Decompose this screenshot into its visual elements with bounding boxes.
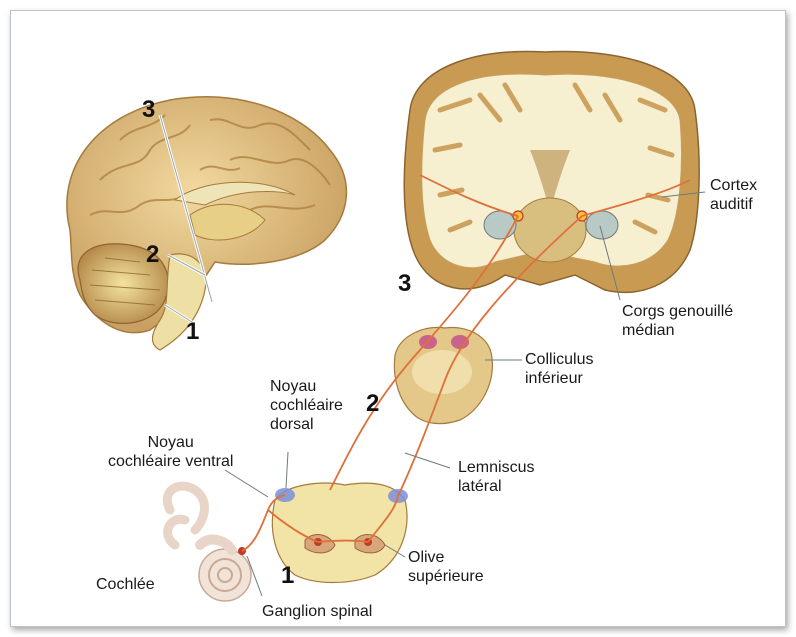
label-noyau-ventral: Noyau cochléaire ventral xyxy=(108,433,233,471)
level-number-2: 2 xyxy=(366,390,379,418)
section-number-3: 3 xyxy=(142,96,155,124)
label-corps-genouille: Corgs genouillé médian xyxy=(622,302,733,340)
label-cortex-auditif: Cortex auditif xyxy=(710,176,757,214)
midbrain-section xyxy=(394,327,522,423)
label-noyau-dorsal: Noyau cochléaire dorsal xyxy=(270,377,343,434)
cochlea xyxy=(167,486,251,601)
level-number-3: 3 xyxy=(398,270,411,298)
level-number-1: 1 xyxy=(281,562,294,590)
label-olive: Olive supérieure xyxy=(408,548,484,586)
label-colliculus: Colliculus inférieur xyxy=(525,350,593,388)
coronal-section xyxy=(404,51,705,300)
label-cochlee: Cochlée xyxy=(96,575,155,594)
sagittal-brain xyxy=(67,97,347,350)
section-number-1: 1 xyxy=(186,318,199,346)
label-ganglion: Ganglion spinal xyxy=(262,602,372,621)
section-number-2: 2 xyxy=(146,241,159,269)
label-lemniscus: Lemniscus latéral xyxy=(458,458,534,496)
